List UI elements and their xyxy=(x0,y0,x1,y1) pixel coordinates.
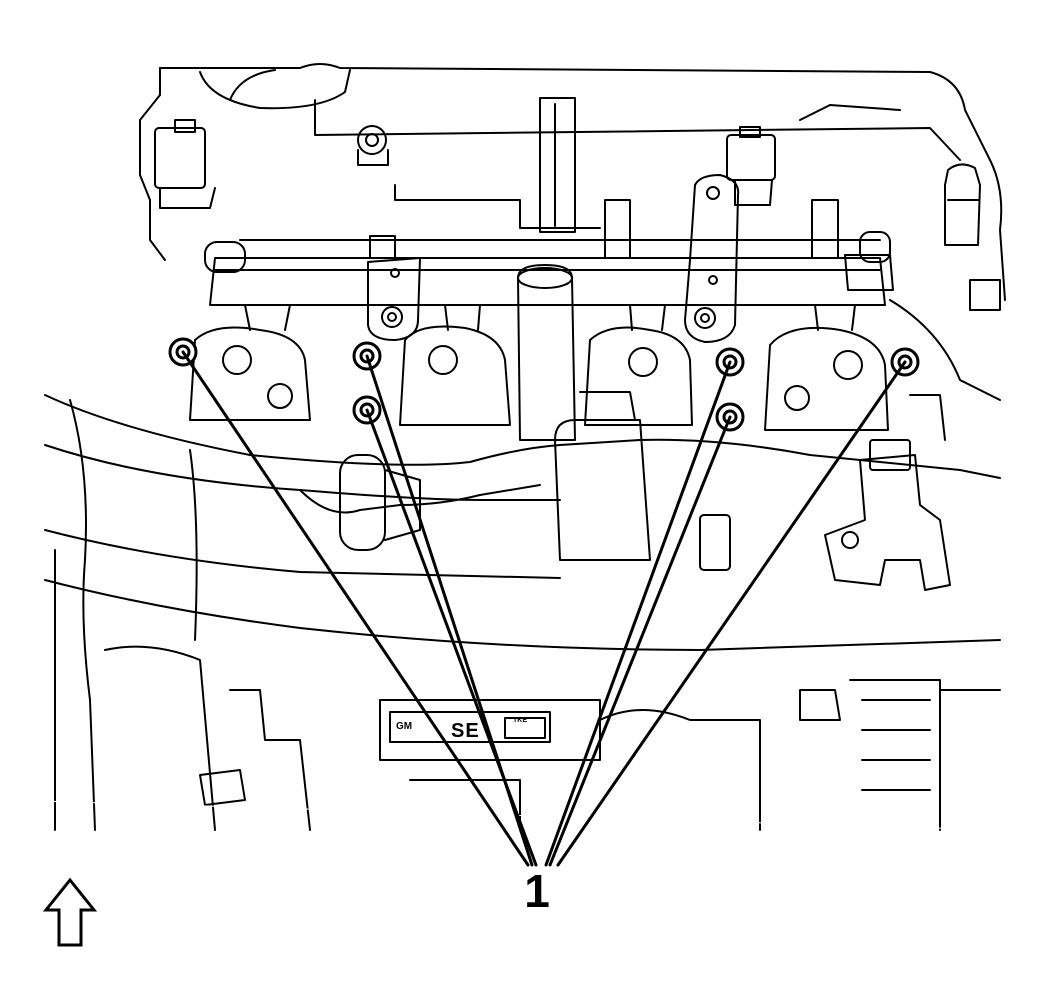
fuel-rail xyxy=(204,199,894,306)
callout-leaders xyxy=(181,350,907,867)
top-sensor-left xyxy=(154,119,216,209)
fuel-rail-bracket-left xyxy=(367,257,421,341)
throttle-body xyxy=(554,391,731,571)
up-arrow-icon xyxy=(42,877,98,947)
hose-coupling xyxy=(339,454,421,551)
lower-engine-block xyxy=(4,549,1001,831)
leader-line xyxy=(181,350,530,867)
leader-line xyxy=(365,408,538,867)
injector-1 xyxy=(189,304,311,421)
injector-4 xyxy=(764,304,889,431)
right-sensor xyxy=(944,163,981,246)
injector-2 xyxy=(399,304,511,426)
engine-plate xyxy=(389,711,551,743)
intake-hoses xyxy=(44,394,1001,831)
injector-3 xyxy=(584,304,693,426)
top-sensor-right xyxy=(726,126,776,206)
plate-code: ΤΚΕ xyxy=(513,717,527,724)
leader-line xyxy=(548,415,732,867)
callout-label: 1 xyxy=(524,865,550,917)
map-sensor xyxy=(824,439,951,591)
fuel-rail-bracket-right xyxy=(684,174,740,343)
top-bolt xyxy=(357,125,389,166)
leader-line xyxy=(544,360,732,867)
leader-line xyxy=(556,360,907,867)
central-pipe xyxy=(517,264,576,441)
cylinder-head-cover xyxy=(139,63,1006,301)
plate-brand: GM xyxy=(396,721,413,732)
plate-text: SE xyxy=(451,720,480,742)
right-side-structure xyxy=(889,279,1001,441)
